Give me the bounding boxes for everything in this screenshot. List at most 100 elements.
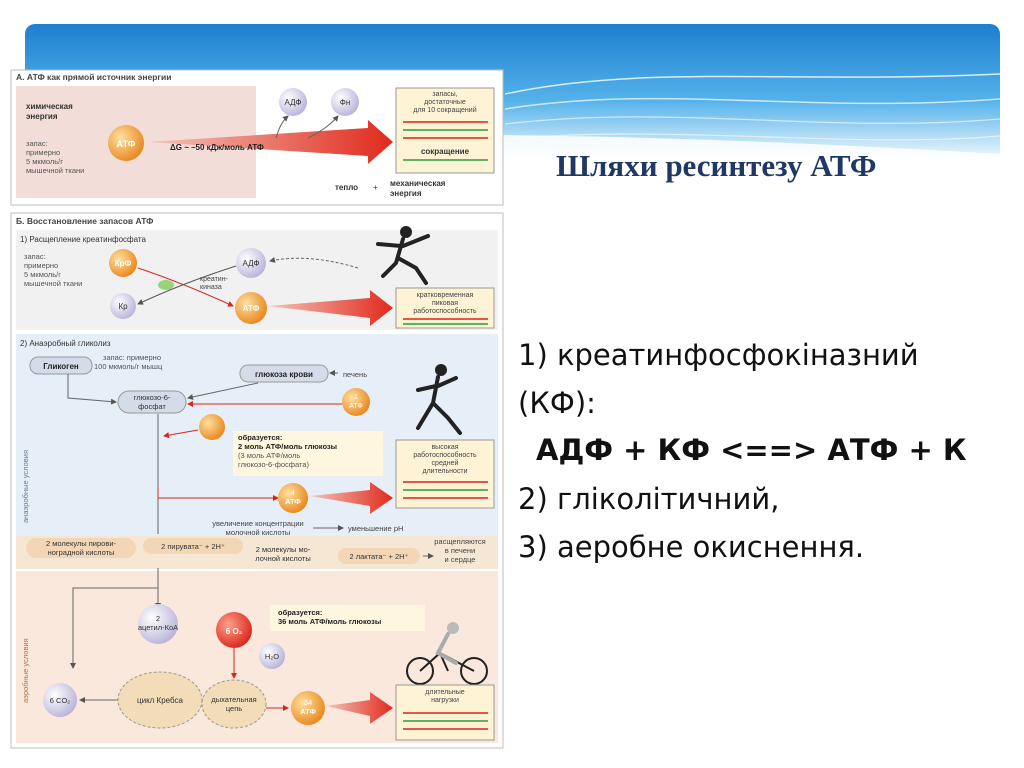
lactate-conc-label: увеличение концентрации — [212, 519, 303, 528]
panel-a-heading: А. АТФ как прямой источник энергии — [16, 72, 171, 82]
section-2-title: 2) Анаэробный гликолиз — [20, 339, 111, 348]
krf-circle — [109, 249, 137, 277]
kinase-label: креатин- — [200, 276, 229, 283]
runner-icon-2 — [416, 364, 462, 435]
pyruvic-label: 2 молекулы пирови- — [46, 539, 117, 548]
method-1-abbrev-line: (КФ): — [518, 386, 596, 420]
resp-chain-label: дыхательная — [211, 695, 256, 704]
formed36-label-2: 36 моль АТФ/моль глюкозы — [278, 617, 381, 626]
atp1-num: 1 — [354, 394, 358, 401]
atp4-num: 4 — [291, 490, 295, 497]
lactic-label-2: лочной кислоты — [255, 554, 310, 563]
glycogen-store: запас: примерно — [103, 353, 161, 362]
kr-label: Кр — [118, 302, 128, 311]
atp4-label: АТФ — [285, 497, 301, 506]
short-work-label-3: работоспособность — [413, 307, 477, 315]
o2-circle — [216, 612, 252, 648]
atp-label: АТФ — [117, 139, 136, 149]
mech-energy-label-2: энергия — [390, 189, 422, 198]
acetyl-coa-circle — [138, 604, 178, 644]
glycogen-store-2: 100 мкмоль/г мышц — [94, 362, 163, 371]
kr-circle — [110, 293, 136, 319]
formed-label: образуется: — [238, 433, 282, 442]
adp-label-b: АДФ — [243, 259, 260, 268]
long-load-label: длительные — [425, 689, 464, 696]
reserve-text: для 10 сокращений — [413, 106, 476, 114]
krebs-label: цикл Кребса — [137, 696, 183, 705]
h2o-label: H₂O — [265, 652, 279, 661]
high-work-label-3: средней — [432, 459, 459, 467]
pyruvic-label-2: ноградной кислоты — [48, 548, 115, 557]
atp-circle — [108, 125, 144, 161]
lactic-label: 2 молекулы мо- — [256, 545, 311, 554]
blood-glucose-label: глюкоза крови — [255, 370, 313, 379]
liver-label: печень — [343, 370, 367, 379]
atp-resynthesis-figure: А. АТФ как прямой источник энергии химич… — [10, 69, 504, 749]
store-text: 5 мкмоль/г — [24, 270, 61, 279]
cyclist-icon — [406, 622, 488, 685]
method-2-line: 2) гліколітичний, — [518, 482, 780, 516]
store-text: 5 мкмоль/г — [26, 157, 63, 166]
high-work-label-2: работоспособность — [413, 451, 477, 459]
pn-circle — [331, 88, 359, 116]
atp-circle-b — [235, 292, 267, 324]
short-work-label: кратковременная — [417, 292, 474, 299]
split-label-3: и сердце — [445, 555, 476, 564]
atp34-num: 34 — [304, 698, 312, 707]
energy-arrow — [148, 120, 393, 164]
ph-drop-label: уменьшение pH — [348, 524, 403, 533]
atp34-label: АТФ — [300, 707, 316, 716]
krf-label: КрФ — [115, 259, 132, 268]
runner-icon — [376, 226, 430, 285]
co2-circle — [43, 683, 77, 717]
chemical-energy-label: химическая — [26, 102, 73, 111]
co2-label: 6 CO₂ — [50, 696, 71, 705]
o2-label: 6 O₂ — [226, 627, 243, 636]
store-text: запас: — [26, 139, 48, 148]
contraction-label: сокращение — [421, 147, 470, 156]
panel-b-heading: Б. Восстановление запасов АТФ — [16, 216, 153, 226]
g6p-label: глюкозо-6- — [134, 393, 171, 402]
store-text: мышечной ткани — [24, 279, 82, 288]
store-text: мышечной ткани — [26, 166, 84, 175]
formed-label-2: 2 моль АТФ/моль глюкозы — [238, 442, 337, 451]
atp1-label: АТФ — [349, 403, 363, 410]
atp4-circle — [278, 483, 308, 513]
formed36-label: образуется: — [278, 608, 322, 617]
long-load-label-2: нагрузки — [431, 697, 459, 704]
glycogen-label: Гликоген — [43, 362, 79, 371]
formed-label-3: (3 моль АТФ/моль — [238, 451, 300, 460]
reaction-equation: АДФ + КФ <==> АТФ + К — [536, 433, 967, 467]
adp-circle-b — [236, 248, 266, 278]
high-work-label-4: длительности — [423, 468, 468, 475]
plus-sign: + — [373, 183, 378, 192]
split-label-2: в печени — [445, 546, 475, 555]
adp-label: АДФ — [285, 98, 302, 107]
high-work-label: высокая — [431, 444, 458, 451]
panel-b: Б. Восстановление запасов АТФ 1) Расщепл… — [10, 212, 504, 749]
formed-label-4: глюкозо-6-фосфата) — [238, 460, 310, 469]
g6p-label-2: фосфат — [138, 402, 166, 411]
delta-g-label: ΔG ~ –50 кДж/моль АТФ — [170, 143, 264, 152]
store-text: запас: — [24, 252, 46, 261]
short-work-label-2: пиковая — [432, 300, 458, 307]
slide-title: Шляхи ресинтезу АТФ — [556, 148, 877, 183]
store-text: примерно — [26, 148, 60, 157]
adp-circle — [279, 88, 307, 116]
reserve-text: запасы, — [432, 91, 457, 98]
resp-chain-label-2: цепь — [226, 704, 242, 713]
mech-energy-label: механическая — [390, 179, 446, 188]
reserve-text: достаточные — [424, 99, 466, 106]
aerobic-side-label: аэробные условия — [21, 638, 30, 703]
split-label: расщепляются — [434, 537, 485, 546]
atp-circle-g — [199, 414, 225, 440]
section-1-title: 1) Расщепление креатинфосфата — [20, 235, 146, 244]
panel-a: А. АТФ как прямой источник энергии химич… — [10, 69, 504, 206]
kinase-label-2: киназа — [200, 284, 222, 291]
lactate-label: 2 лактата⁻ + 2H⁺ — [349, 552, 408, 561]
pn-label: Фн — [340, 98, 351, 107]
acetyl-label: ацетил-КоА — [138, 623, 178, 632]
method-1-line: 1) креатинфосфокіназний — [518, 338, 919, 372]
acetyl-num: 2 — [156, 614, 160, 623]
atp-label-b: АТФ — [243, 304, 260, 313]
